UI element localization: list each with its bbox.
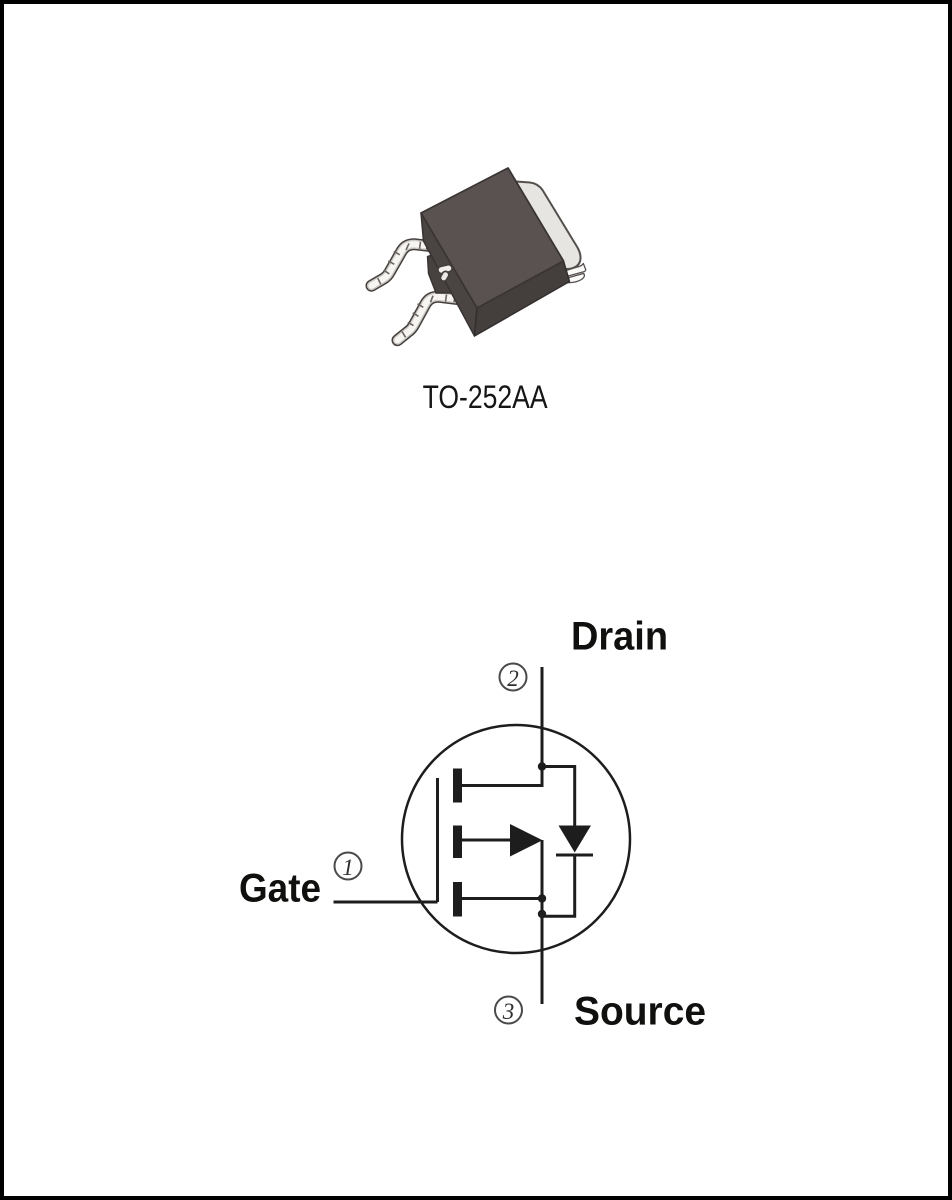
svg-text:2: 2 <box>507 666 519 691</box>
svg-text:TO-252AA: TO-252AA <box>423 379 548 415</box>
svg-text:1: 1 <box>342 855 354 880</box>
svg-text:3: 3 <box>502 999 515 1024</box>
svg-text:Drain: Drain <box>571 615 668 659</box>
svg-text:Source: Source <box>574 990 706 1034</box>
svg-text:Gate: Gate <box>239 867 321 911</box>
